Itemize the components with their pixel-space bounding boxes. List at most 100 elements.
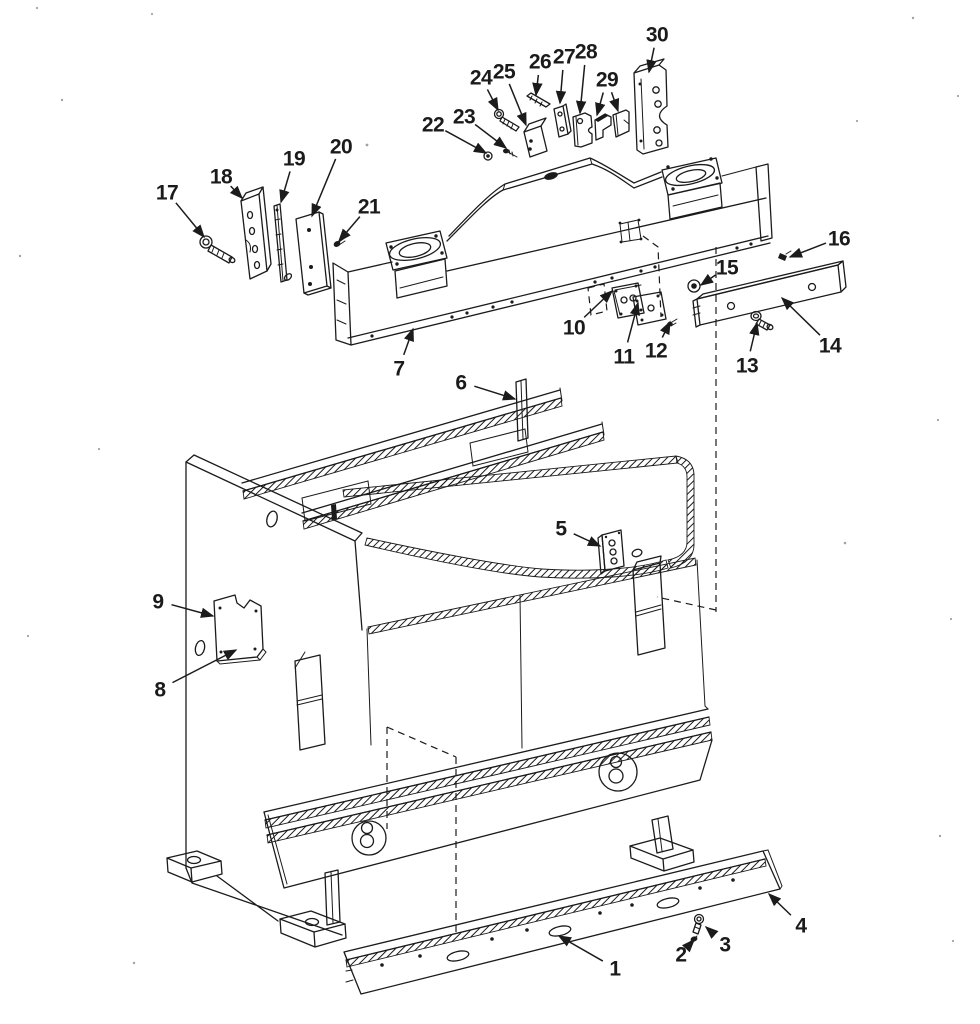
callout-3: 3 <box>704 925 731 957</box>
callout-2: 2 <box>675 938 696 967</box>
callout-27-leader <box>555 69 567 105</box>
part-9-cover-plate <box>213 594 267 665</box>
callout-17-label: 17 <box>156 182 178 205</box>
callout-28: 28 <box>575 41 598 115</box>
callout-30: 30 <box>646 24 669 74</box>
left-side-plate <box>166 454 363 948</box>
callout-15: 15 <box>699 257 739 286</box>
callout-15-label: 15 <box>716 257 739 280</box>
callout-7-label: 7 <box>393 358 404 381</box>
part-13-bolt <box>750 310 774 331</box>
callout-14-label: 14 <box>819 335 842 358</box>
callout-20-label: 20 <box>330 136 352 159</box>
callout-20: 20 <box>311 136 353 218</box>
callout-6: 6 <box>455 372 517 401</box>
part-17-bolt <box>199 235 236 264</box>
part-27-plate <box>553 103 572 138</box>
callout-26: 26 <box>529 51 552 97</box>
callout-16-leader <box>788 242 827 258</box>
callout-24-leader <box>486 89 499 112</box>
callout-10: 10 <box>563 289 614 340</box>
callout-24-label: 24 <box>470 67 493 90</box>
part-2-screw <box>689 935 698 943</box>
callout-6-label: 6 <box>455 372 466 395</box>
assembly-dashed-lines <box>386 235 717 934</box>
callout-12-label: 12 <box>645 340 667 363</box>
callout-4: 4 <box>767 892 808 938</box>
callout-1-label: 1 <box>609 958 621 981</box>
callout-26-label: 26 <box>529 51 551 74</box>
callout-19: 19 <box>279 148 306 204</box>
callout-11-leader <box>626 301 641 343</box>
part-26-pin <box>526 92 551 108</box>
part-30-bracket <box>633 58 669 155</box>
callout-2-leader <box>681 938 696 953</box>
callout-27-label: 27 <box>553 46 575 69</box>
callout-30-label: 30 <box>646 24 668 47</box>
callout-21-label: 21 <box>358 196 381 219</box>
callout-17: 17 <box>156 182 205 239</box>
callout-7: 7 <box>393 327 414 381</box>
part-16-screw <box>778 250 792 261</box>
part-22-nut <box>483 151 493 161</box>
callout-9: 9 <box>152 591 215 618</box>
callout-14-leader <box>780 296 821 336</box>
callout-22: 22 <box>422 114 488 154</box>
part-1-bar <box>343 849 783 995</box>
callout-12-leader <box>659 320 671 338</box>
callout-25-label: 25 <box>493 61 516 84</box>
callout-3-label: 3 <box>719 934 730 957</box>
part-24-screw <box>493 108 520 132</box>
callout-28-label: 28 <box>575 41 598 64</box>
callout-7-leader <box>403 327 414 356</box>
callout-8-leader <box>172 649 238 684</box>
callout-13-label: 13 <box>736 355 758 378</box>
callout-29-leader <box>609 91 620 113</box>
callout-1-leader <box>557 935 604 962</box>
part-25-block <box>523 117 548 158</box>
callout-4-leader <box>767 892 792 916</box>
callout-21: 21 <box>338 196 381 243</box>
paper-specks <box>18 6 960 965</box>
callout-20-leader <box>311 158 337 218</box>
callout-8-label: 8 <box>154 679 166 702</box>
callout-8: 8 <box>154 649 238 702</box>
part-28-bracket <box>572 112 593 148</box>
callout-29: 29 <box>595 69 620 117</box>
callout-5: 5 <box>555 518 602 547</box>
shim-plate <box>618 218 643 244</box>
callout-24: 24 <box>470 67 499 112</box>
callout-13-leader <box>749 321 760 352</box>
part-21-screw <box>333 236 347 247</box>
callout-19-leader <box>279 171 291 204</box>
part-15-nut <box>687 279 701 293</box>
callout-11-label: 11 <box>613 346 635 369</box>
callout-29-label: 29 <box>596 69 618 92</box>
callout-28-leader <box>575 64 587 115</box>
callout-5-label: 5 <box>555 518 567 541</box>
callout-4-label: 4 <box>795 915 807 938</box>
callout-17-leader <box>175 202 205 239</box>
callout-18: 18 <box>210 166 244 200</box>
part-14-bar <box>692 260 847 328</box>
callout-13: 13 <box>736 321 760 378</box>
part-5-plate <box>597 529 625 575</box>
callout-10-leader <box>583 289 614 318</box>
callout-26-leader <box>532 74 543 97</box>
part-18-block <box>240 186 272 280</box>
part-7-ram-beam <box>332 157 773 346</box>
callout-18-label: 18 <box>210 166 233 189</box>
callout-23-leader <box>474 123 508 149</box>
callout-1: 1 <box>557 935 622 981</box>
callout-25-leader <box>508 83 527 127</box>
part-3-bolt <box>692 913 705 935</box>
callout-10-label: 10 <box>563 317 585 340</box>
callout-22-label: 22 <box>422 114 444 137</box>
callout-27: 27 <box>553 46 576 105</box>
callout-6-leader <box>474 385 517 401</box>
callout-2-label: 2 <box>675 944 686 967</box>
part-23-screw <box>503 148 518 158</box>
part-20-plate <box>295 211 332 296</box>
